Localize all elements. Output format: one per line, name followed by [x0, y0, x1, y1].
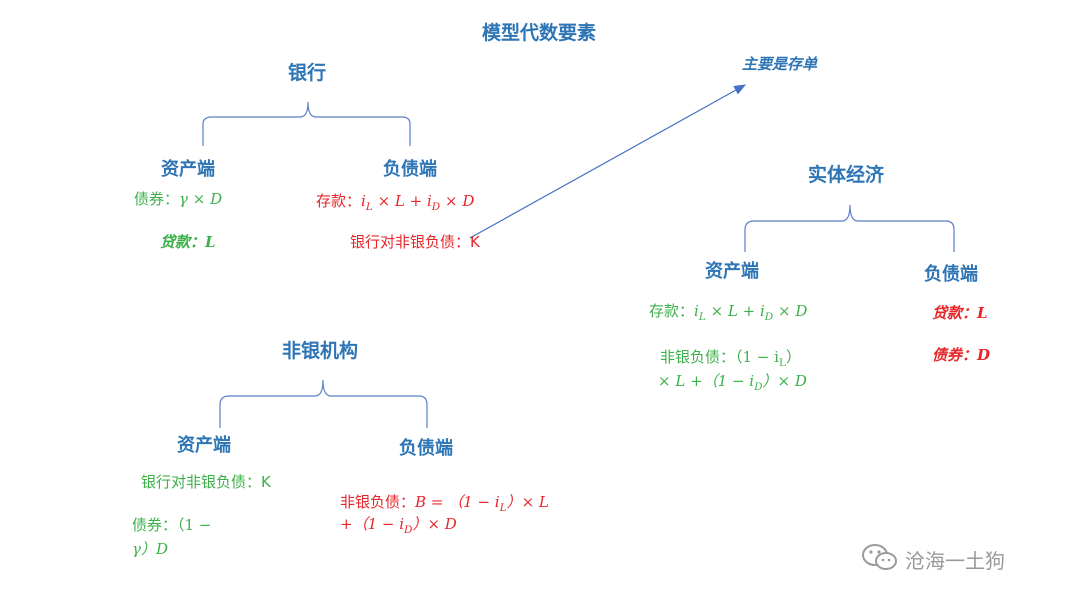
real-economy-heading: 实体经济 [808, 164, 885, 186]
real-asset-deposit: 存款：iL × L + iD × D [649, 300, 807, 323]
nonbank-brace [219, 379, 428, 428]
real-liab-loans: 贷款：L [932, 304, 988, 322]
deposit-arrow [469, 84, 747, 239]
nonbank-liability-label: 负债端 [399, 438, 453, 459]
watermark-text: 沧海一土狗 [905, 549, 1005, 573]
bank-asset-label: 资产端 [161, 159, 215, 180]
bank-liab-deposit: 存款：iL × L + iD × D [316, 190, 474, 213]
nonbank-asset-bonds-line1: 债券：（1 − [132, 516, 212, 534]
real-liab-bonds: 债券：D [932, 346, 991, 364]
nonbank-asset-bonds-line2: γ）D [132, 540, 168, 558]
wechat-icon [862, 544, 897, 570]
nonbank-asset-nonbank: 银行对非银负债：K [141, 473, 271, 491]
bank-liab-deposit-label: 存款： [316, 192, 362, 210]
nonbank-liab-line1-formula: B = （1 − iL）× L [415, 493, 549, 514]
bank-asset-bonds-label: 债券： [134, 190, 180, 208]
real-asset-nonbank-line1: 非银负债：（1 − iL） [660, 348, 801, 369]
nonbank-heading: 非银机构 [282, 340, 359, 362]
bank-heading: 银行 [288, 62, 327, 84]
bank-asset-loans: 贷款：L [160, 233, 216, 251]
bank-liab-nonbank: 银行对非银负债：K [350, 233, 480, 251]
real-asset-nonbank-line2: × L +（1 − iD）× D [658, 372, 807, 393]
nonbank-liab-line1: 非银负债：B = （1 − iL）× L [340, 491, 549, 514]
bank-asset-bonds-formula: γ × D [179, 190, 223, 208]
diagram-title: 模型代数要素 [482, 22, 597, 44]
bank-asset-bonds: 债券：γ × D [134, 188, 222, 209]
real-asset-deposit-label: 存款： [649, 302, 695, 320]
bank-liab-deposit-formula: iL × L + iD × D [361, 192, 475, 213]
nonbank-asset-label: 资产端 [177, 435, 231, 456]
real-economy-brace [744, 204, 955, 252]
nonbank-liab-line2: +（1 − iD）× D [340, 515, 457, 536]
real-asset-deposit-formula: iL × L + iD × D [694, 302, 808, 323]
bank-liability-label: 负债端 [383, 159, 437, 180]
real-liability-label: 负债端 [924, 264, 978, 285]
arrow-note: 主要是存单 [742, 55, 818, 73]
nonbank-liab-line1-label: 非银负债： [340, 493, 416, 511]
real-asset-label: 资产端 [705, 261, 759, 282]
bank-brace [202, 101, 411, 146]
